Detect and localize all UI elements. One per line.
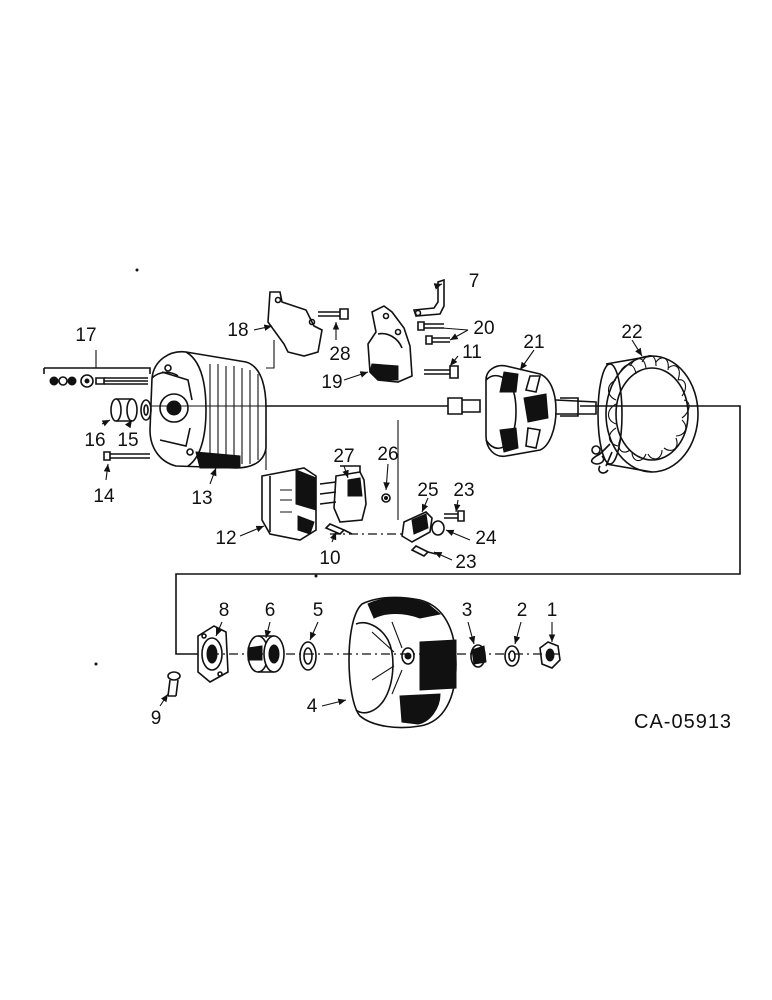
bearing-and-seal xyxy=(110,398,152,422)
mounting-bracket xyxy=(267,291,323,357)
label-part-13: 13 xyxy=(191,488,212,509)
slip-ring-end-frame xyxy=(149,351,267,469)
small-nut xyxy=(381,493,391,503)
capacitor xyxy=(367,305,413,383)
screws xyxy=(417,321,450,345)
label-part-17: 17 xyxy=(75,325,96,346)
bracket-screw xyxy=(318,308,349,320)
label-part-19: 19 xyxy=(321,372,342,393)
label-part-1: 1 xyxy=(547,600,558,621)
shaft-nut xyxy=(539,641,561,669)
label-part-2: 2 xyxy=(517,600,528,621)
drive-end-bearing xyxy=(247,635,285,673)
label-part-14: 14 xyxy=(93,486,115,507)
collar xyxy=(470,644,487,668)
through-bolt xyxy=(103,451,150,461)
brush-holder xyxy=(319,465,367,523)
label-part-20: 20 xyxy=(473,318,494,339)
label-part-3: 3 xyxy=(462,600,473,621)
label-part-22: 22 xyxy=(621,322,642,343)
terminal-stud-hardware xyxy=(43,367,151,388)
terminal-clip xyxy=(412,278,445,317)
label-part-23-upper: 23 xyxy=(453,480,474,501)
retainer-plate xyxy=(197,625,229,683)
plate-screw xyxy=(167,671,181,697)
rectifier-bridge xyxy=(261,467,317,541)
label-part-28: 28 xyxy=(329,344,350,365)
label-part-4: 4 xyxy=(307,696,318,717)
lock-washer xyxy=(504,645,520,667)
drive-end-frame xyxy=(348,596,457,729)
part-labels: 1 2 3 4 5 6 7 8 9 10 11 12 13 14 15 16 1… xyxy=(75,271,642,729)
label-part-15: 15 xyxy=(117,430,138,451)
label-part-5: 5 xyxy=(313,600,324,621)
label-part-27: 27 xyxy=(333,446,354,467)
label-part-8: 8 xyxy=(219,600,230,621)
label-part-24: 24 xyxy=(475,528,497,549)
label-part-6: 6 xyxy=(265,600,276,621)
rotor xyxy=(447,364,597,458)
long-screw xyxy=(424,365,459,379)
label-part-9: 9 xyxy=(151,708,162,729)
assembly-lines xyxy=(150,340,741,655)
label-part-11: 11 xyxy=(462,342,482,363)
label-part-18: 18 xyxy=(227,320,248,341)
stator xyxy=(590,355,699,474)
leader-lines xyxy=(95,283,643,707)
label-part-12: 12 xyxy=(215,528,236,549)
label-part-7: 7 xyxy=(469,271,480,292)
label-part-23-lower: 23 xyxy=(455,552,476,573)
scan-specks xyxy=(94,268,318,666)
label-part-26: 26 xyxy=(377,444,398,465)
label-part-21: 21 xyxy=(523,332,544,353)
drawing-code: CA-05913 xyxy=(634,711,732,733)
label-part-16: 16 xyxy=(84,430,105,451)
label-part-10: 10 xyxy=(319,548,340,569)
spacer xyxy=(299,641,317,671)
diode-trio xyxy=(401,510,465,557)
holder-screw xyxy=(324,523,353,535)
label-part-25: 25 xyxy=(417,480,438,501)
